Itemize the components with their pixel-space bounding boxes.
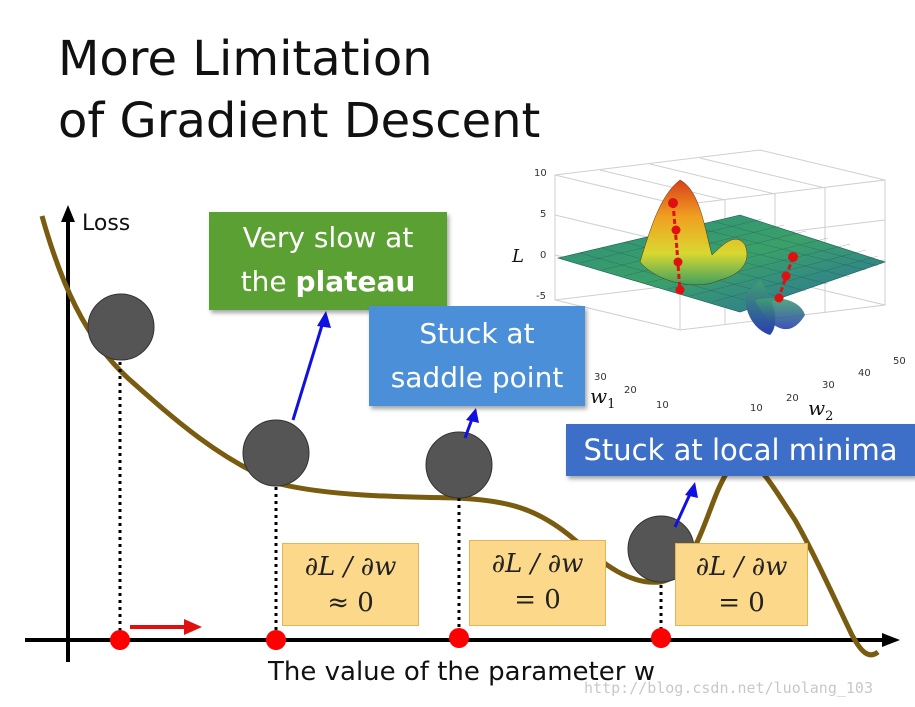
watermark: http://blog.csdn.net/luolang_103 xyxy=(584,679,873,697)
gradient-expression: ∂L / ∂w xyxy=(491,549,584,579)
gradient-value: = 0 xyxy=(514,585,561,615)
inset-w1-tick: 30 xyxy=(594,372,607,383)
gradient-box-plateau: ∂L / ∂w ≈ 0 xyxy=(282,543,419,626)
surface-plot-inset xyxy=(554,149,886,335)
surface-valley-2 xyxy=(755,298,805,330)
pointer-arrowheads xyxy=(317,311,698,498)
title-line-1: More Limitation xyxy=(58,31,433,87)
inset-w1-tick: 10 xyxy=(656,400,669,411)
y-axis-arrowhead xyxy=(61,205,75,222)
saddle-callout: Stuck at saddle point xyxy=(369,306,585,406)
inset-w2-tick: 20 xyxy=(786,393,799,404)
gradient-value: ≈ 0 xyxy=(327,588,374,618)
title-line-2: of Gradient Descent xyxy=(58,93,541,149)
ball-plateau xyxy=(242,419,310,487)
gradient-value: = 0 xyxy=(718,588,765,618)
plateau-callout-line2: the plateau xyxy=(240,265,416,298)
inset-w2-tick: 40 xyxy=(858,368,871,379)
inset-z-tick: -5 xyxy=(536,291,546,302)
ball-saddle xyxy=(425,431,493,499)
inset-w1-label: w1 xyxy=(590,384,616,412)
saddle-callout-line1: Stuck at xyxy=(419,317,535,350)
ball-start xyxy=(87,293,155,361)
surface-peak xyxy=(639,179,748,286)
axis-markers xyxy=(110,628,671,650)
plateau-callout-line1: Very slow at xyxy=(242,221,414,254)
gradient-box-local-minimum: ∂L / ∂w = 0 xyxy=(675,543,808,626)
pointer-arrows xyxy=(291,321,692,528)
slide-title: More Limitation of Gradient Descent xyxy=(58,28,540,152)
inset-w2-tick: 50 xyxy=(893,356,906,367)
inset-z-tick: 0 xyxy=(540,250,547,261)
gradient-box-saddle: ∂L / ∂w = 0 xyxy=(469,540,606,626)
local-minima-callout: Stuck at local minima xyxy=(566,424,915,476)
x-axis-arrowhead xyxy=(882,633,900,647)
inset-z-tick: 5 xyxy=(540,209,547,220)
descent-path-2 xyxy=(774,252,798,303)
x-axis-label: The value of the parameter w xyxy=(268,657,655,687)
saddle-callout-line2: saddle point xyxy=(390,361,564,394)
direction-arrowhead xyxy=(184,619,202,635)
plateau-callout: Very slow at the plateau xyxy=(209,212,447,310)
descent-path-1 xyxy=(668,198,685,295)
gradient-expression: ∂L / ∂w xyxy=(304,552,397,582)
inset-z-label: L xyxy=(512,246,524,267)
y-axis-label: Loss xyxy=(82,211,131,236)
inset-z-tick: 10 xyxy=(534,168,547,179)
inset-w2-label: w2 xyxy=(808,396,834,424)
inset-w2-tick: 10 xyxy=(750,403,763,414)
loss-curve xyxy=(39,215,880,658)
gradient-expression: ∂L / ∂w xyxy=(695,552,788,582)
inset-w1-tick: 20 xyxy=(624,385,637,396)
inset-w2-tick: 30 xyxy=(822,380,835,391)
